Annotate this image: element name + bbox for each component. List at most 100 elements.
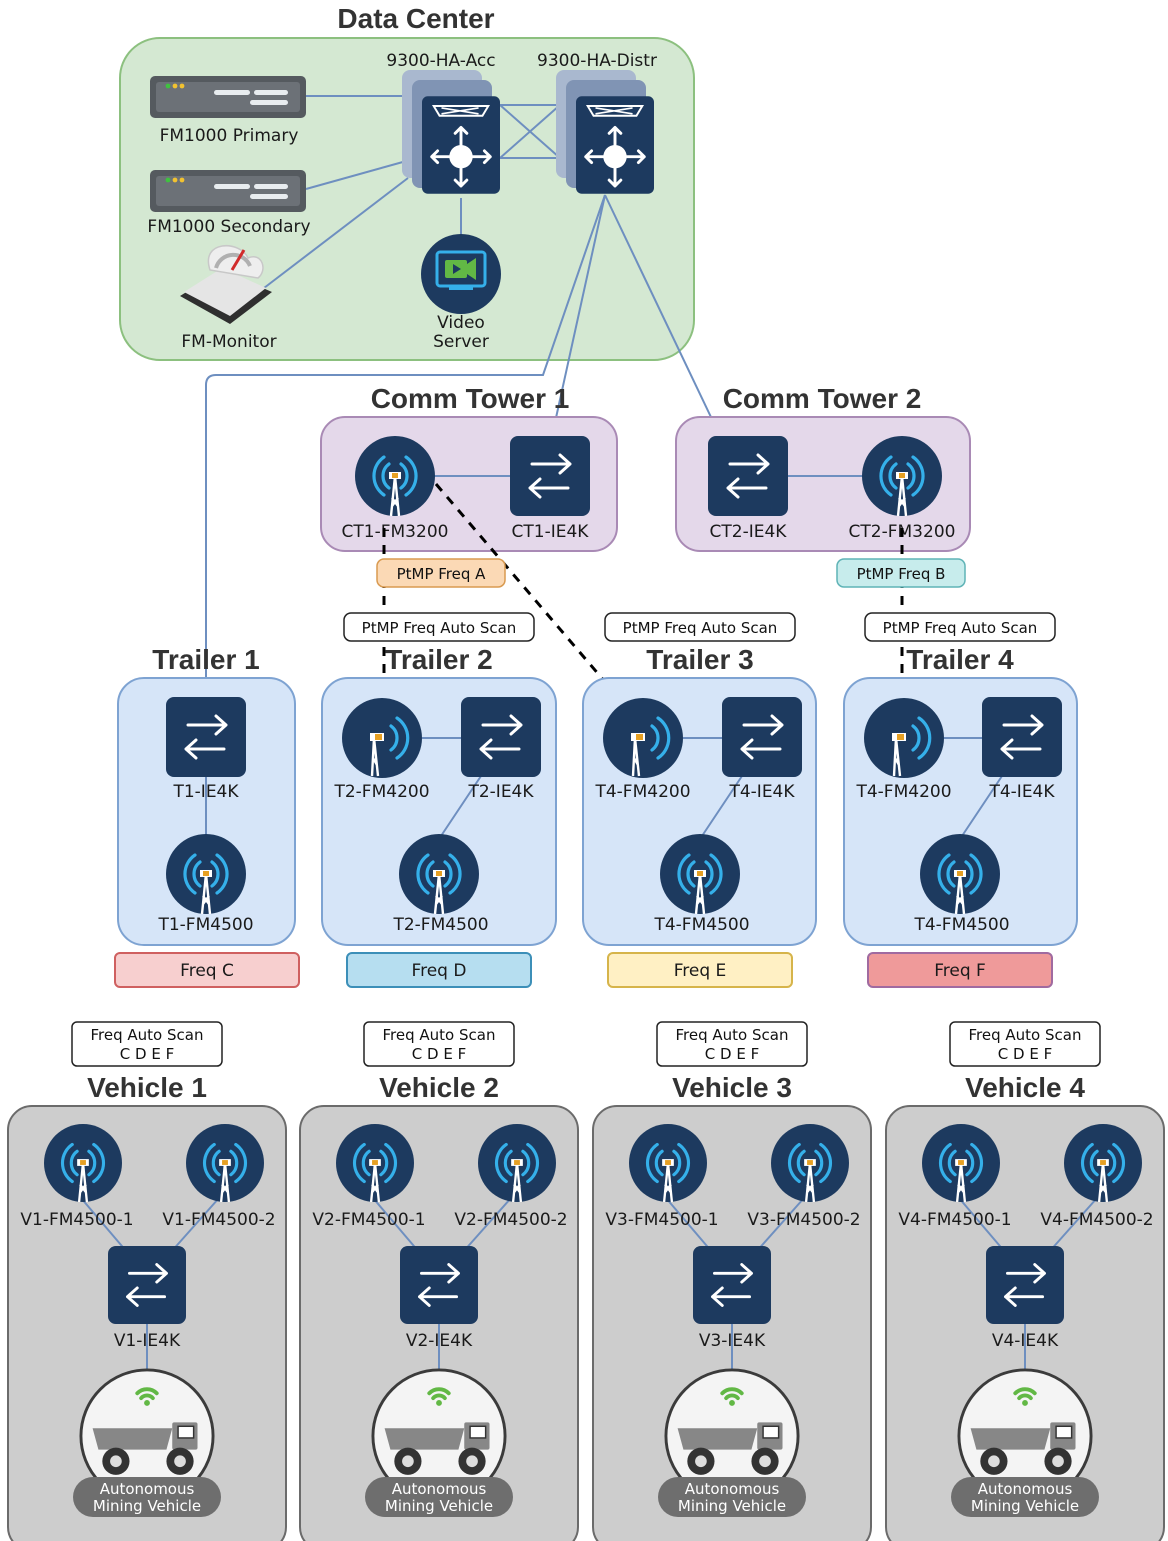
vehicle-1-autoscan-line2: C D E F — [120, 1045, 174, 1063]
uplink-lines — [205, 194, 721, 698]
vehicle-1-radio1-link — [80, 1197, 128, 1253]
trailer-1-switch-label: T1-IE4K — [172, 782, 239, 802]
vehicle-4-radio1-icon — [922, 1124, 1000, 1202]
trailer-2-directional-radio-icon — [342, 698, 422, 778]
ct2-switch-label: CT2-IE4K — [710, 522, 788, 542]
trailer-2-autoscan-text: PtMP Freq Auto Scan — [362, 619, 517, 637]
trailer-3-title: Trailer 3 — [646, 644, 753, 675]
trailer-2-switch-label: T2-IE4K — [467, 782, 534, 802]
vehicle-3-radio2-label: V3-FM4500-2 — [747, 1210, 860, 1230]
vehicle-1-truck-caption-1: Autonomous — [100, 1480, 195, 1498]
vehicle-3-autoscan-line1: Freq Auto Scan — [676, 1026, 789, 1044]
video-server-label-1: Video — [437, 313, 485, 333]
trailer-3-freq-tag: Freq E — [607, 952, 793, 988]
trailer-2-freq-tag: Freq D — [346, 952, 532, 988]
vehicle-2-title: Vehicle 2 — [379, 1072, 499, 1103]
vehicle-3-truck-caption-bg — [658, 1477, 806, 1517]
vehicle-4-radio2-link — [1048, 1197, 1098, 1253]
vehicle-2-switch-label: V2-IE4K — [406, 1331, 473, 1351]
comm-tower-2-title: Comm Tower 2 — [723, 383, 922, 414]
vehicle-2-truck-caption-1: Autonomous — [392, 1480, 487, 1498]
acc-switch-label: 9300-HA-Acc — [386, 51, 495, 71]
vehicle-4-autoscan-line2: C D E F — [998, 1045, 1052, 1063]
trailer-4-switch-icon — [982, 697, 1062, 777]
vehicle-1-radio2-icon — [186, 1124, 264, 1202]
trailer-4-freq-text: Freq F — [934, 961, 986, 981]
video-server-icon — [421, 234, 501, 314]
ptmp-freq-a-tag: PtMP Freq A — [376, 558, 506, 588]
vehicle-4-radio1-label: V4-FM4500-1 — [898, 1210, 1011, 1230]
ct1-radio-icon — [355, 436, 435, 516]
trailer-4-radio-label: T4-FM4200 — [855, 782, 951, 802]
vehicle-2-radio2-icon — [478, 1124, 556, 1202]
ct1-switch-icon — [510, 436, 590, 516]
fm1000-secondary-label: FM1000 Secondary — [147, 217, 310, 237]
vehicle-3-radio1-icon — [629, 1124, 707, 1202]
vehicle-1-title: Vehicle 1 — [87, 1072, 207, 1103]
trailer-3-radio-label: T4-FM4200 — [594, 782, 690, 802]
vehicle-1-switch-label: V1-IE4K — [114, 1331, 181, 1351]
vehicle-4-title: Vehicle 4 — [965, 1072, 1085, 1103]
trailer-4-bottom-radio-label: T4-FM4500 — [913, 915, 1009, 935]
vehicle-1-radio2-label: V1-FM4500-2 — [162, 1210, 275, 1230]
trailer-4-autoscan-tag: PtMP Freq Auto Scan — [864, 612, 1056, 642]
acc-switch-stack-icon — [402, 70, 500, 196]
vehicle-4-switch-label: V4-IE4K — [992, 1331, 1059, 1351]
ct2-radio-icon — [862, 436, 942, 516]
vehicle-3-radio2-link — [755, 1197, 805, 1253]
vehicle-1-switch-icon — [108, 1246, 186, 1324]
trailer-1-bottom-radio-label: T1-FM4500 — [157, 915, 253, 935]
vehicle-3-radio2-icon — [771, 1124, 849, 1202]
vehicle-2-radio2-link — [462, 1197, 512, 1253]
vehicle-1-autoscan-line1: Freq Auto Scan — [91, 1026, 204, 1044]
trailer-4-switch-label: T4-IE4K — [988, 782, 1055, 802]
vehicle-2-radio1-link — [372, 1197, 420, 1253]
vehicle-1-truck-caption-bg — [73, 1477, 221, 1517]
svg-text:PtMP Freq A: PtMP Freq A — [397, 565, 487, 583]
trailer-3-bottom-radio-label: T4-FM4500 — [653, 915, 749, 935]
trailer-3-freq-text: Freq E — [674, 961, 727, 981]
datacenter-title: Data Center — [337, 3, 494, 34]
vehicle-3-title: Vehicle 3 — [672, 1072, 792, 1103]
trailer-1-radio-icon — [166, 834, 246, 914]
trailer-3-switch-icon — [722, 697, 802, 777]
trailer-3-switch-radio-link — [701, 775, 743, 837]
trailer-2-title: Trailer 2 — [385, 644, 492, 675]
trailer-2-freq-text: Freq D — [412, 961, 467, 981]
fm1000-primary-server — [150, 76, 306, 118]
ct1-radio-label: CT1-FM3200 — [342, 522, 449, 542]
trailer-4-title: Trailer 4 — [906, 644, 1014, 675]
vehicle-1-truck-caption-2: Mining Vehicle — [93, 1497, 201, 1515]
vehicle-4-truck-caption-bg — [951, 1477, 1099, 1517]
vehicle-4-truck-caption-2: Mining Vehicle — [971, 1497, 1079, 1515]
vehicle-3-radio1-link — [665, 1197, 713, 1253]
trailer-1-freq-tag: Freq C — [114, 952, 300, 988]
distr-switch-label: 9300-HA-Distr — [537, 51, 657, 71]
trailer-4-switch-radio-link — [961, 775, 1003, 837]
vehicle-3-autoscan-line2: C D E F — [705, 1045, 759, 1063]
trailer-3-autoscan-text: PtMP Freq Auto Scan — [623, 619, 778, 637]
vehicle-4-radio1-link — [958, 1197, 1006, 1253]
vehicle-3-switch-icon — [693, 1246, 771, 1324]
datacenter-panel — [119, 37, 695, 361]
trailer-1-title: Trailer 1 — [152, 644, 259, 675]
vehicle-2-radio2-label: V2-FM4500-2 — [454, 1210, 567, 1230]
trailer-4-directional-radio-icon — [864, 698, 944, 778]
trailer-2-bottom-radio-label: T2-FM4500 — [392, 915, 488, 935]
vehicle-1-radio2-link — [170, 1197, 220, 1253]
comm-tower-1-title: Comm Tower 1 — [371, 383, 570, 414]
ct2-switch-icon — [708, 436, 788, 516]
trailer-2-bottom-radio-icon — [399, 834, 479, 914]
trailer-3-bottom-radio-icon — [660, 834, 740, 914]
trailer-4-freq-tag: Freq F — [867, 952, 1053, 988]
ptmp-freq-b-tag: PtMP Freq B — [836, 558, 966, 588]
fm1000-primary-label: FM1000 Primary — [160, 126, 299, 146]
fm-monitor-label: FM-Monitor — [181, 332, 276, 352]
